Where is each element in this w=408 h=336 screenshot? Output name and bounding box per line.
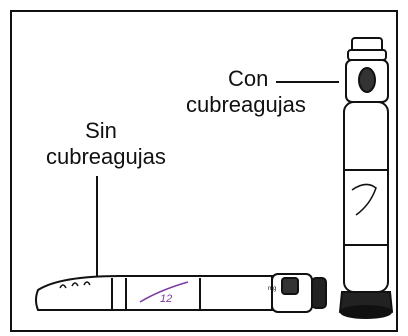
- pen-body-vertical: [343, 101, 389, 293]
- label-con-line1: Con: [228, 66, 269, 91]
- label-sin-cubreagujas: Sin cubreagujas: [46, 118, 166, 170]
- pen-with-needle-cover: [338, 37, 394, 319]
- label-sin-line2: cubreagujas: [46, 144, 166, 169]
- label-con-cubreagujas: Con cubreagujas: [186, 66, 306, 118]
- label-con-line2: cubreagujas: [186, 92, 306, 117]
- unit-label: mg: [268, 286, 276, 292]
- pen-body-horizontal: [35, 275, 273, 311]
- pen-without-needle-cover: [35, 273, 327, 313]
- dose-number: 12: [160, 293, 172, 305]
- label-sin-line1: Sin: [85, 118, 117, 143]
